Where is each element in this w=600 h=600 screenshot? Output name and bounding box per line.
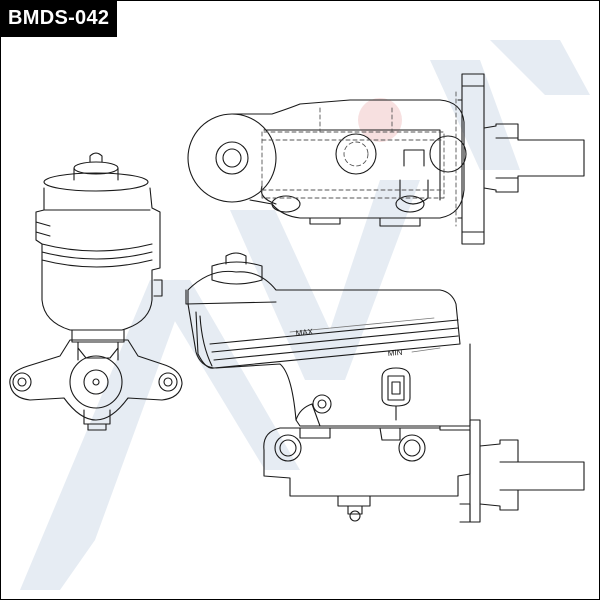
watermark-logo xyxy=(20,40,590,590)
top-view-hidden-lines xyxy=(261,91,457,227)
min-label: MIN xyxy=(387,348,403,358)
diagram-lines xyxy=(9,73,585,523)
part-number-badge: BMDS-042 xyxy=(0,0,118,37)
level-line-min xyxy=(411,347,441,353)
level-line-max xyxy=(289,317,435,333)
top-view xyxy=(187,73,585,245)
max-label: MAX xyxy=(295,327,314,338)
front-view xyxy=(185,252,585,523)
side-view xyxy=(9,152,183,431)
watermark-dot xyxy=(358,98,402,142)
